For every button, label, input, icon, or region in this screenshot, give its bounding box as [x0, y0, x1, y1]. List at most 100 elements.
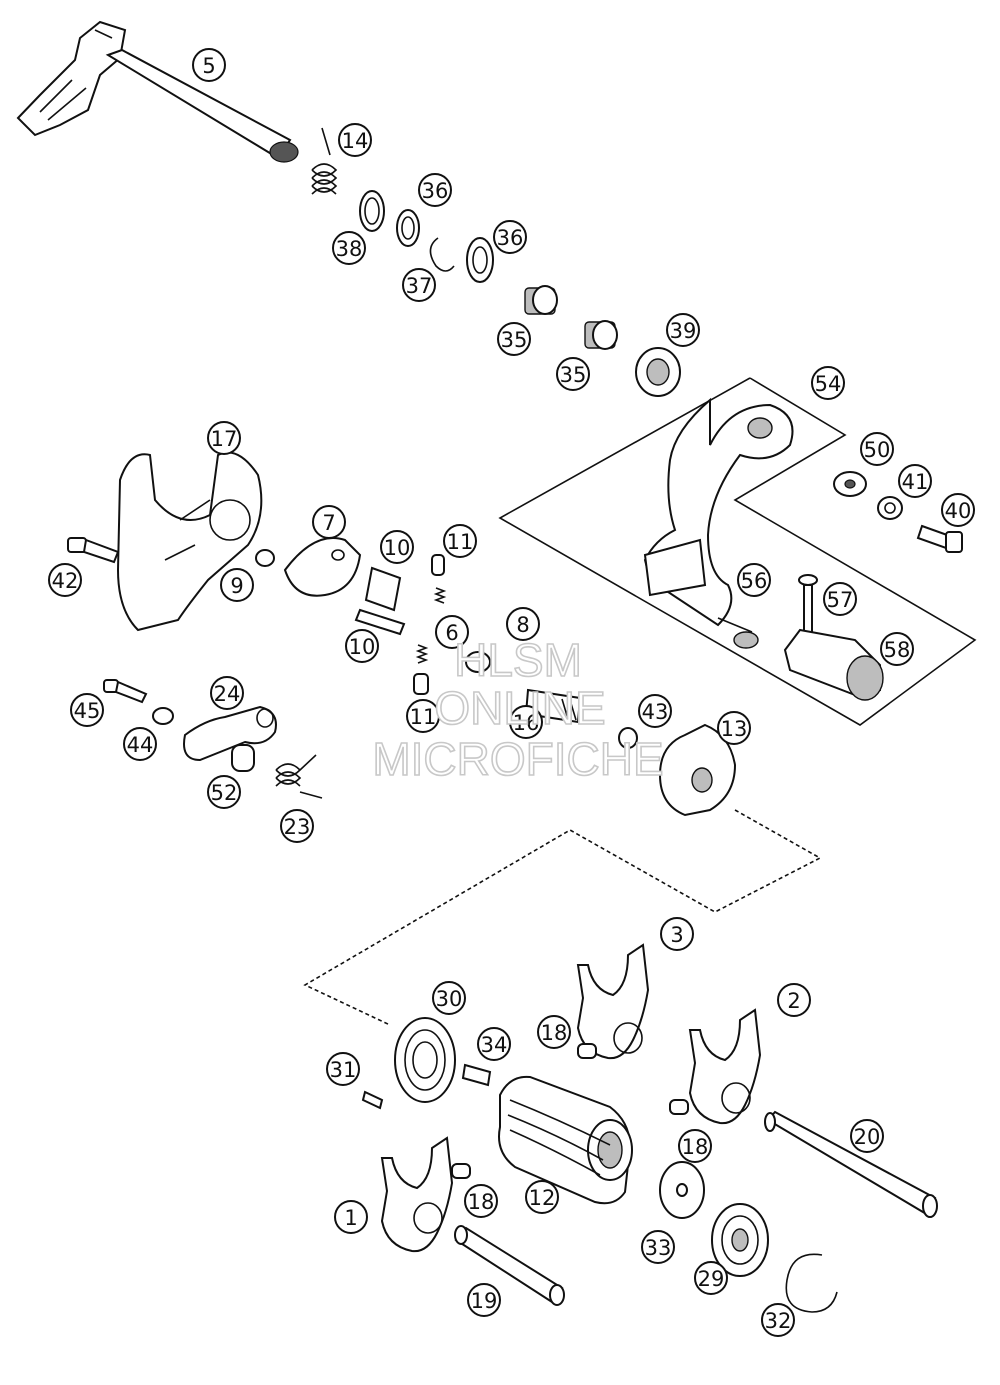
callout-circle: [850, 1119, 884, 1153]
callout-number: 8: [516, 613, 529, 637]
callout-11b: 11: [406, 699, 440, 733]
nut-part-41: [877, 496, 903, 520]
callout-number: 9: [230, 574, 243, 598]
watermark-line-2: ONLINE: [434, 682, 605, 734]
callout-circle: [666, 313, 700, 347]
callout-circle: [761, 1303, 795, 1337]
callout-50: 50: [860, 432, 894, 466]
bearing-part-30: [394, 1017, 456, 1103]
callout-number: 34: [481, 1033, 508, 1057]
circlip-part-37: [429, 237, 455, 272]
callout-10a: 10: [380, 530, 414, 564]
callout-circle: [941, 493, 975, 527]
callout-circle: [220, 568, 254, 602]
callout-13: 13: [717, 711, 751, 745]
callout-20: 20: [850, 1119, 884, 1153]
shift-fork-part-2: [688, 1008, 762, 1125]
shift-drum-locating-part-13: [658, 723, 737, 817]
callout-circle: [210, 676, 244, 710]
spring-part-23: [275, 754, 323, 799]
callout-number: 43: [642, 700, 669, 724]
callout-number: 58: [884, 638, 911, 662]
callout-number: 40: [945, 499, 972, 523]
callout-circle: [123, 727, 157, 761]
callout-18c: 18: [464, 1184, 498, 1218]
callout-number: 14: [342, 129, 369, 153]
callout-30: 30: [432, 981, 466, 1015]
pin-part-11a: [431, 554, 447, 604]
callout-circle: [509, 705, 543, 739]
shift-fork-part-1: [380, 1136, 454, 1253]
locking-lever-part-24: [183, 705, 277, 762]
callout-33: 33: [641, 1230, 675, 1264]
callout-number: 41: [902, 470, 929, 494]
callout-circle: [823, 582, 857, 616]
callout-circle: [207, 421, 241, 455]
callout-number: 18: [468, 1190, 495, 1214]
callout-circle: [312, 505, 346, 539]
callout-number: 36: [422, 179, 449, 203]
callout-number: 35: [501, 328, 528, 352]
shift-lever-part-54: [643, 397, 794, 627]
callout-31: 31: [326, 1052, 360, 1086]
callout-circle: [717, 711, 751, 745]
callout-number: 44: [127, 733, 154, 757]
callout-circle: [464, 1184, 498, 1218]
seal-part-39: [635, 347, 681, 397]
callout-56: 56: [737, 563, 771, 597]
callout-number: 31: [330, 1058, 357, 1082]
callout-number: 11: [447, 530, 474, 554]
callout-circle: [334, 1200, 368, 1234]
callout-number: 13: [721, 717, 748, 741]
callout-number: 23: [284, 815, 311, 839]
callout-number: 54: [815, 372, 842, 396]
callout-circle: [880, 632, 914, 666]
watermark-line-3: MICROFICHE: [372, 733, 663, 785]
callout-36b: 36: [493, 220, 527, 254]
callout-number: 50: [864, 438, 891, 462]
spring-part-14: [311, 127, 338, 195]
callout-circle: [406, 699, 440, 733]
callout-14: 14: [338, 123, 372, 157]
callout-52: 52: [207, 775, 241, 809]
shift-lever-boundary: [498, 377, 977, 726]
callout-number: 32: [765, 1309, 792, 1333]
callout-circle: [898, 464, 932, 498]
callout-number: 16: [513, 711, 540, 735]
callout-35a: 35: [497, 322, 531, 356]
callout-42: 42: [48, 563, 82, 597]
callout-circle: [556, 357, 590, 391]
spring-part-6: [415, 644, 429, 664]
needle-bearing-part-35a: [524, 285, 558, 315]
callout-circle: [497, 322, 531, 356]
washer-part-38: [359, 190, 385, 232]
callout-17: 17: [207, 421, 241, 455]
watermark-line-1: HLSM: [454, 634, 582, 686]
callout-circle: [207, 775, 241, 809]
callout-36a: 36: [418, 173, 452, 207]
callout-number: 3: [670, 923, 683, 947]
pawl-part-10b: [354, 608, 406, 636]
callout-8: 8: [506, 607, 540, 641]
callout-44: 44: [123, 727, 157, 761]
callout-number: 24: [214, 682, 241, 706]
shift-fork-part-3: [576, 943, 650, 1060]
callout-circle: [345, 629, 379, 663]
bearing-part-29: [711, 1203, 769, 1277]
callout-12: 12: [525, 1180, 559, 1214]
washer-part-9: [255, 549, 275, 567]
callout-43: 43: [638, 694, 672, 728]
callout-number: 7: [322, 511, 335, 535]
callout-19: 19: [467, 1283, 501, 1317]
callout-16: 16: [509, 705, 543, 739]
callout-circle: [493, 220, 527, 254]
washer-part-36a: [396, 209, 420, 247]
callout-circle: [435, 615, 469, 649]
callout-9: 9: [220, 568, 254, 602]
shift-drum-part-12: [498, 1075, 633, 1205]
callout-3: 3: [660, 917, 694, 951]
bolt-part-42: [67, 537, 120, 564]
callout-6: 6: [435, 615, 469, 649]
